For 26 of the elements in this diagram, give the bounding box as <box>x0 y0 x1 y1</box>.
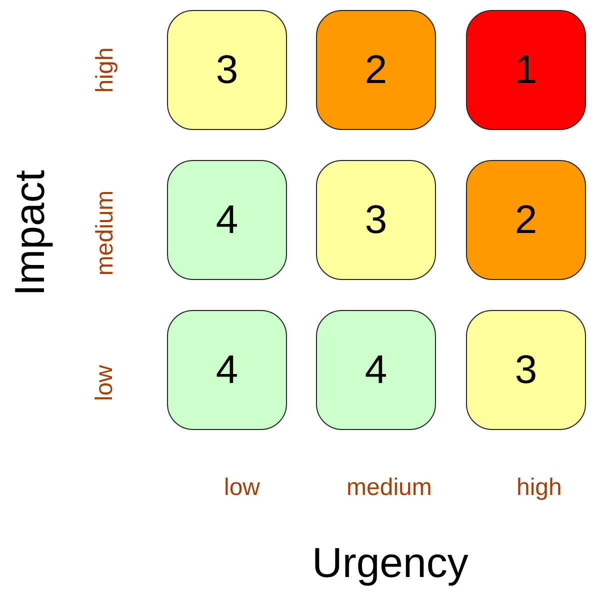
priority-number: 4 <box>216 198 238 242</box>
column-label: medium <box>346 476 432 500</box>
priority-number: 3 <box>514 348 538 392</box>
axis-title: Urgency <box>312 542 468 584</box>
priority-number: 4 <box>364 348 388 392</box>
priority-cell <box>316 160 436 280</box>
priority-number: 3 <box>216 48 238 92</box>
priority-cell <box>167 160 287 280</box>
row-label: medium <box>93 190 118 276</box>
column-label: low <box>224 476 260 500</box>
axis-title: Impact <box>9 170 52 296</box>
priority-cell <box>466 160 586 280</box>
priority-number: 4 <box>216 348 238 392</box>
row-label: high <box>93 47 118 93</box>
priority-number: 2 <box>514 198 538 242</box>
priority-cell <box>466 310 586 430</box>
column-label: high <box>516 476 562 500</box>
priority-number: 3 <box>364 198 388 242</box>
row-label: low <box>93 365 117 401</box>
priority-cell <box>167 10 287 130</box>
priority-cell <box>466 10 586 130</box>
priority-number: 2 <box>364 48 388 92</box>
priority-cell <box>316 10 436 130</box>
priority-number: 1 <box>514 48 538 92</box>
priority-cell <box>316 310 436 430</box>
priority-cell <box>167 310 287 430</box>
